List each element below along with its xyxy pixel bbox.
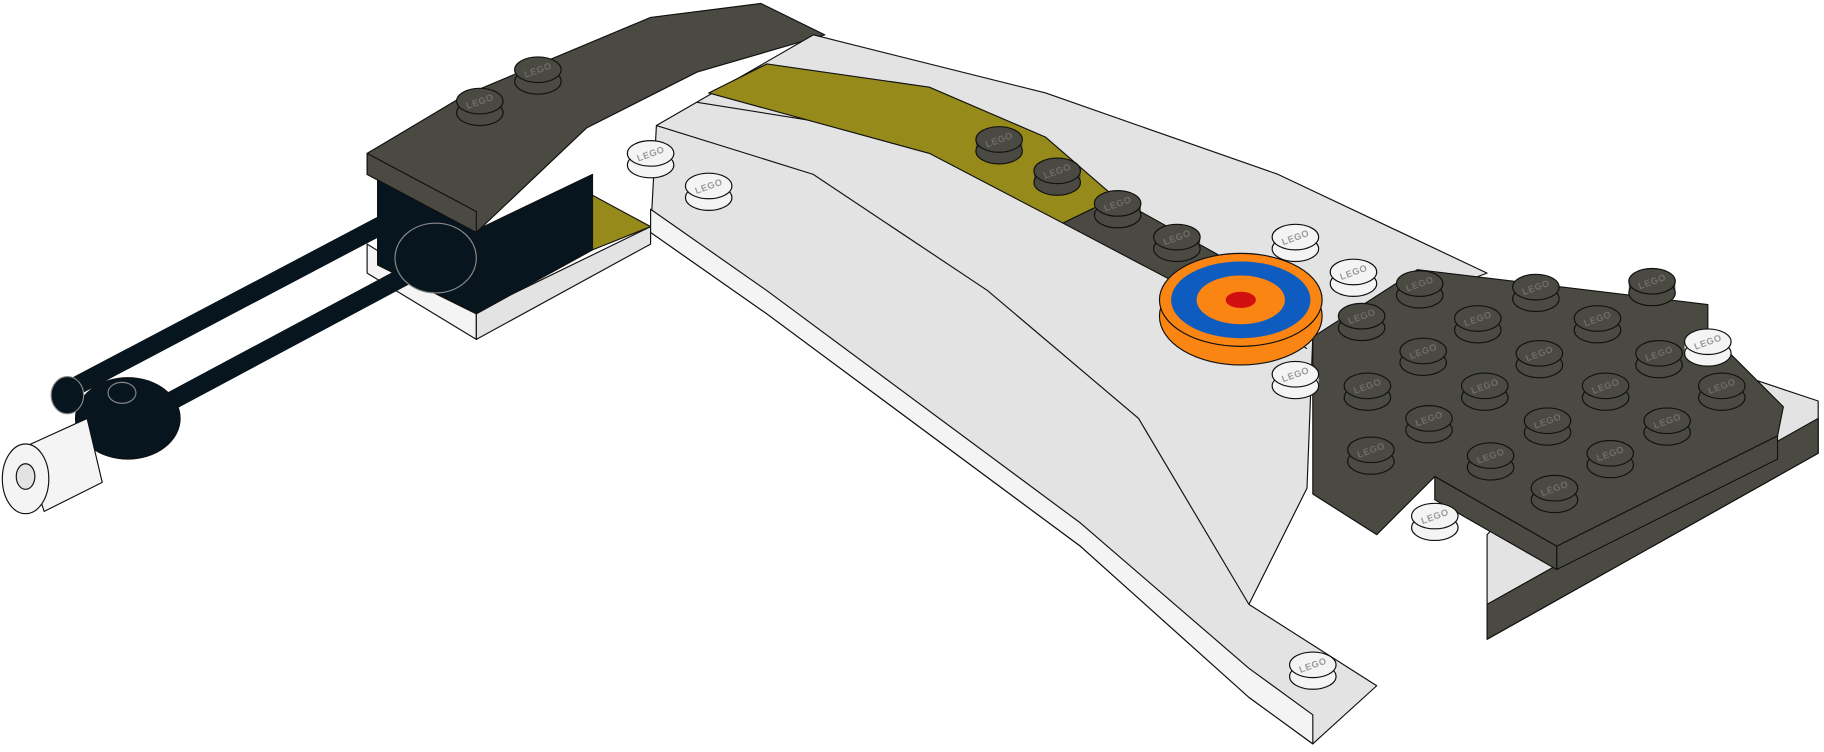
curved-slope-front [366,152,477,234]
rod-connector [74,377,181,460]
stud: LEGO [1460,372,1509,411]
black-rod-lower [118,244,457,434]
stud: LEGO [1573,305,1622,344]
stud: LEGO [1697,372,1746,411]
stud: LEGO [1466,442,1515,481]
stud: LEGO [1271,360,1320,400]
rod-connector-hole [107,381,137,404]
stud: LEGO [1153,223,1201,263]
wedge-curve-line [656,124,1250,605]
stud: LEGO [1523,407,1572,446]
stud: LEGO [1033,157,1082,196]
red-center [1225,291,1256,309]
stud: LEGO [1093,190,1142,229]
stud: LEGO [1453,305,1502,344]
black-rod-upper [60,205,411,399]
stud: LEGO [975,126,1023,165]
stud: LEGO [1512,273,1560,313]
left-white-base-side [475,226,652,340]
stud: LEGO [626,140,675,179]
rod-base-joint [394,222,477,294]
stud: LEGO [1530,474,1579,514]
stud: LEGO [1515,339,1564,379]
stud: LEGO [1347,436,1395,475]
rod-end-cap [50,376,85,415]
stud: LEGO [1337,302,1386,342]
stud: LEGO [1395,270,1444,309]
stud: LEGO [1684,328,1732,367]
stud: LEGO [1581,372,1630,411]
olive-stripe [708,63,1116,224]
stud: LEGO [1405,405,1453,444]
stud: LEGO [455,87,504,127]
stud: LEGO [1343,372,1392,411]
stud: LEGO [1399,337,1448,376]
stud: LEGO [1643,407,1691,446]
stud: LEGO [1329,258,1378,297]
stud: LEGO [514,56,562,95]
white-wedge-side [650,208,1314,745]
olive-brick-side [591,194,652,251]
stud: LEGO [1410,502,1459,542]
white-cone-hole [15,463,36,490]
stud: LEGO [1635,339,1683,379]
stud: LEGO [1628,267,1676,307]
stud: LEGO [1271,223,1320,263]
dark-gray-wedge-plates-front-2 [1556,435,1779,571]
stud: LEGO [1586,439,1635,479]
stud: LEGO [684,172,733,211]
stud: LEGO [1288,651,1337,690]
